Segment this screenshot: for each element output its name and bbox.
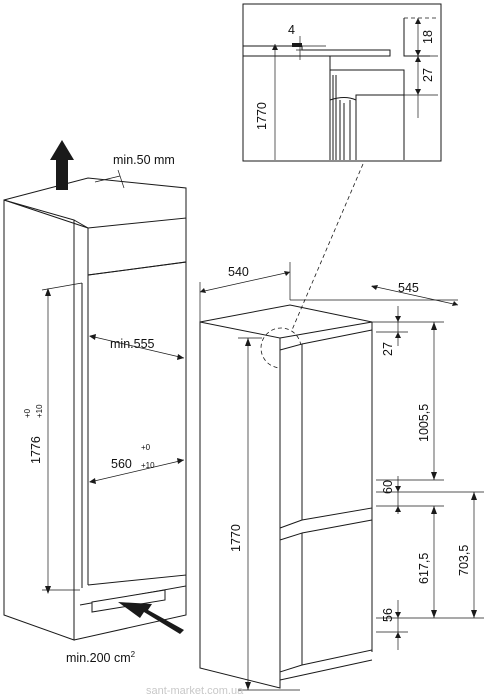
- detail-dim-4: 4: [288, 23, 295, 37]
- dim-560-line: [89, 459, 185, 483]
- dim-545-line: [371, 285, 459, 306]
- detail-inset: 1770 4 18 27: [242, 3, 442, 162]
- detail-seal: [292, 43, 302, 47]
- dim-560-tol-minus: +10: [141, 461, 155, 470]
- detail-frame: [242, 3, 442, 162]
- niche-back-edge: [73, 219, 89, 585]
- dim-min555-line: [89, 335, 185, 359]
- vent-up-arrow-icon: [50, 140, 74, 190]
- dim-617-5: 617,5: [417, 553, 431, 584]
- upper-door-edge: [279, 343, 303, 529]
- appliance-side: [199, 321, 281, 689]
- dim-56: 56: [381, 608, 395, 622]
- dim-vent-bottom: min.200 cm2: [66, 650, 136, 665]
- dim-vent-top: min.50 mm: [113, 153, 175, 167]
- detail-frame-edge: [329, 56, 405, 160]
- dim-540-line: [199, 271, 291, 293]
- appliance-top: [199, 304, 373, 339]
- lower-door-edge: [279, 532, 303, 673]
- dim-min555: min.555: [110, 337, 155, 351]
- dim-1005-5: 1005,5: [417, 404, 431, 442]
- detail-dim-18: 18: [421, 30, 435, 44]
- cabinet-top-box: [87, 217, 187, 276]
- dim-545: 545: [398, 281, 419, 295]
- appliance-fridge: 540 545 1770 27 1005,5 60: [199, 262, 484, 691]
- lower-door: [301, 519, 373, 666]
- detail-dim-1770: 1770: [255, 102, 269, 130]
- cabinet-bottom: [73, 586, 187, 641]
- detail-leader-line: [291, 163, 364, 331]
- dim-560-tol-plus: +0: [141, 443, 151, 452]
- dim-niche-height-tol-plus: +0: [23, 408, 32, 418]
- dim-niche-height-tol-minus: +10: [35, 404, 44, 418]
- upper-door: [301, 329, 373, 521]
- cabinet-left-panel: [3, 199, 75, 641]
- dim-703-5: 703,5: [457, 545, 471, 576]
- bottom-vent-slot: [91, 589, 166, 613]
- dim-27: 27: [381, 342, 395, 356]
- dim-60: 60: [381, 480, 395, 494]
- niche-cabinet: min.50 mm 1776 +0 +10 min.555 560 +0 +10…: [3, 140, 187, 665]
- dim-1770: 1770: [229, 524, 243, 552]
- dim-niche-height: 1776: [29, 436, 43, 464]
- dim-560: 560: [111, 457, 132, 471]
- detail-door-top: [355, 94, 404, 100]
- dim-540: 540: [228, 265, 249, 279]
- niche-right-panel: [87, 261, 187, 580]
- watermark: sant-market.com.ua: [146, 685, 244, 697]
- detail-cabinet-top: [243, 45, 391, 57]
- detail-dim-27: 27: [421, 68, 435, 82]
- vent-in-arrow-icon: [118, 602, 184, 634]
